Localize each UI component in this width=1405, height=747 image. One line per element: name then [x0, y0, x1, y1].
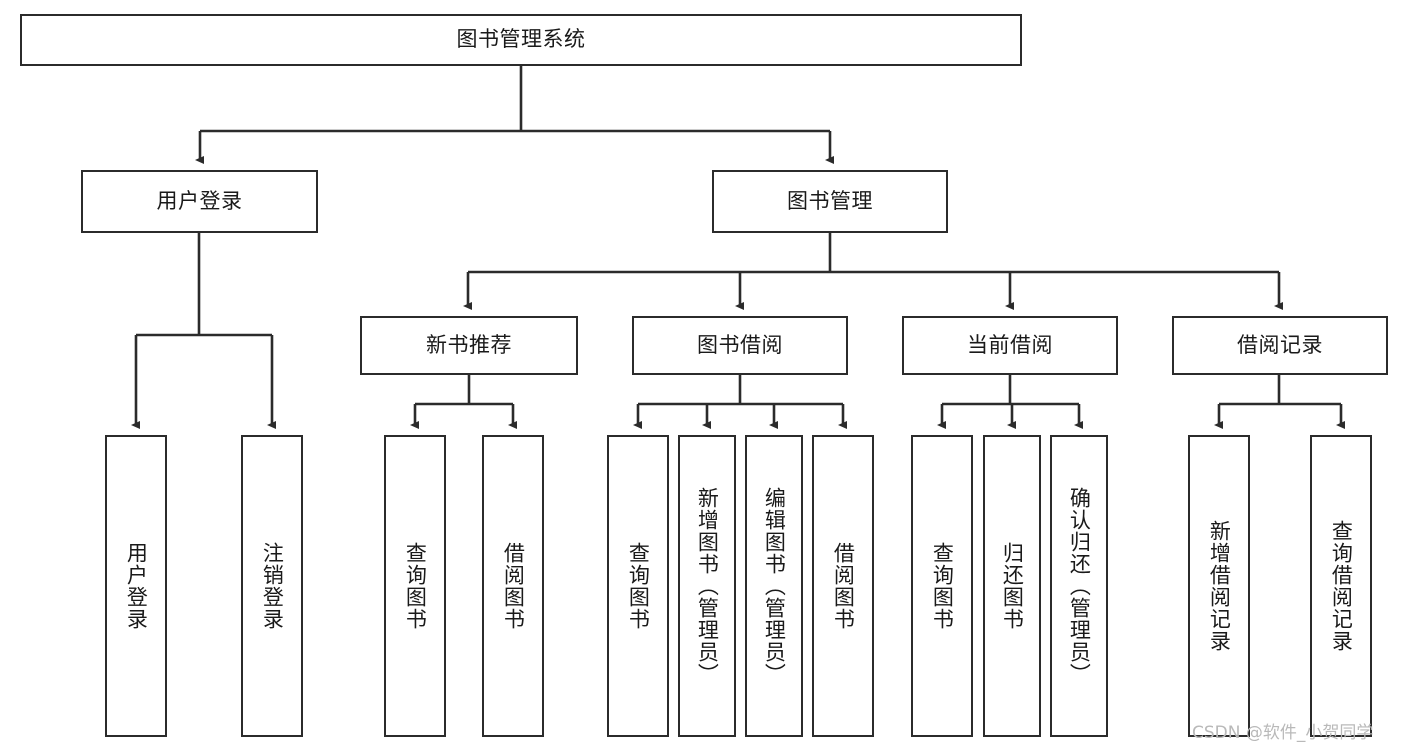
node-label: 用户登录 — [156, 188, 243, 213]
csdn-watermark: CSDN @软件_小贺同学 — [1192, 723, 1374, 743]
node-label: 当前借阅 — [967, 332, 1053, 357]
node-user-login[interactable]: 用户登录 — [81, 170, 318, 233]
leaf-user-login[interactable]: 用户登录 — [105, 435, 167, 737]
node-label: 确认归还（管理员） — [1067, 487, 1092, 685]
node-label: 查询图书 — [930, 542, 955, 630]
node-label: 新书推荐 — [426, 332, 512, 357]
node-label: 图书管理 — [787, 188, 873, 213]
node-label: 图书借阅 — [697, 332, 783, 357]
leaf-logout[interactable]: 注销登录 — [241, 435, 303, 737]
node-label: 查询图书 — [626, 542, 651, 630]
leaf-query-book-borrow[interactable]: 查询图书 — [607, 435, 669, 737]
node-label: 注销登录 — [260, 542, 285, 630]
leaf-borrow-book-newbook[interactable]: 借阅图书 — [482, 435, 544, 737]
node-book-borrowing[interactable]: 图书借阅 — [632, 316, 848, 375]
leaf-add-book-admin[interactable]: 新增图书（管理员） — [678, 435, 736, 737]
leaf-query-borrowing-record[interactable]: 查询借阅记录 — [1310, 435, 1372, 737]
node-label: 借阅图书 — [831, 542, 856, 630]
node-root-book-management-system[interactable]: 图书管理系统 — [20, 14, 1022, 66]
node-current-borrowing[interactable]: 当前借阅 — [902, 316, 1118, 375]
node-label: 查询借阅记录 — [1329, 520, 1354, 652]
leaf-query-book-current[interactable]: 查询图书 — [911, 435, 973, 737]
leaf-query-book-newbook[interactable]: 查询图书 — [384, 435, 446, 737]
node-label: 归还图书 — [1000, 542, 1025, 630]
node-label: 用户登录 — [124, 542, 149, 630]
node-label: 查询图书 — [403, 542, 428, 630]
leaf-edit-book-admin[interactable]: 编辑图书（管理员） — [745, 435, 803, 737]
leaf-confirm-return-admin[interactable]: 确认归还（管理员） — [1050, 435, 1108, 737]
leaf-add-borrowing-record[interactable]: 新增借阅记录 — [1188, 435, 1250, 737]
node-borrowing-record[interactable]: 借阅记录 — [1172, 316, 1388, 375]
node-label: 编辑图书（管理员） — [762, 487, 787, 685]
leaf-return-book[interactable]: 归还图书 — [983, 435, 1041, 737]
node-label: 借阅图书 — [501, 542, 526, 630]
node-label: 图书管理系统 — [456, 27, 586, 52]
node-label: 新增图书（管理员） — [695, 487, 720, 685]
node-label: 借阅记录 — [1237, 332, 1323, 357]
leaf-borrow-book[interactable]: 借阅图书 — [812, 435, 874, 737]
node-label: 新增借阅记录 — [1207, 520, 1232, 652]
node-book-management[interactable]: 图书管理 — [712, 170, 948, 233]
node-new-book-recommendation[interactable]: 新书推荐 — [360, 316, 578, 375]
